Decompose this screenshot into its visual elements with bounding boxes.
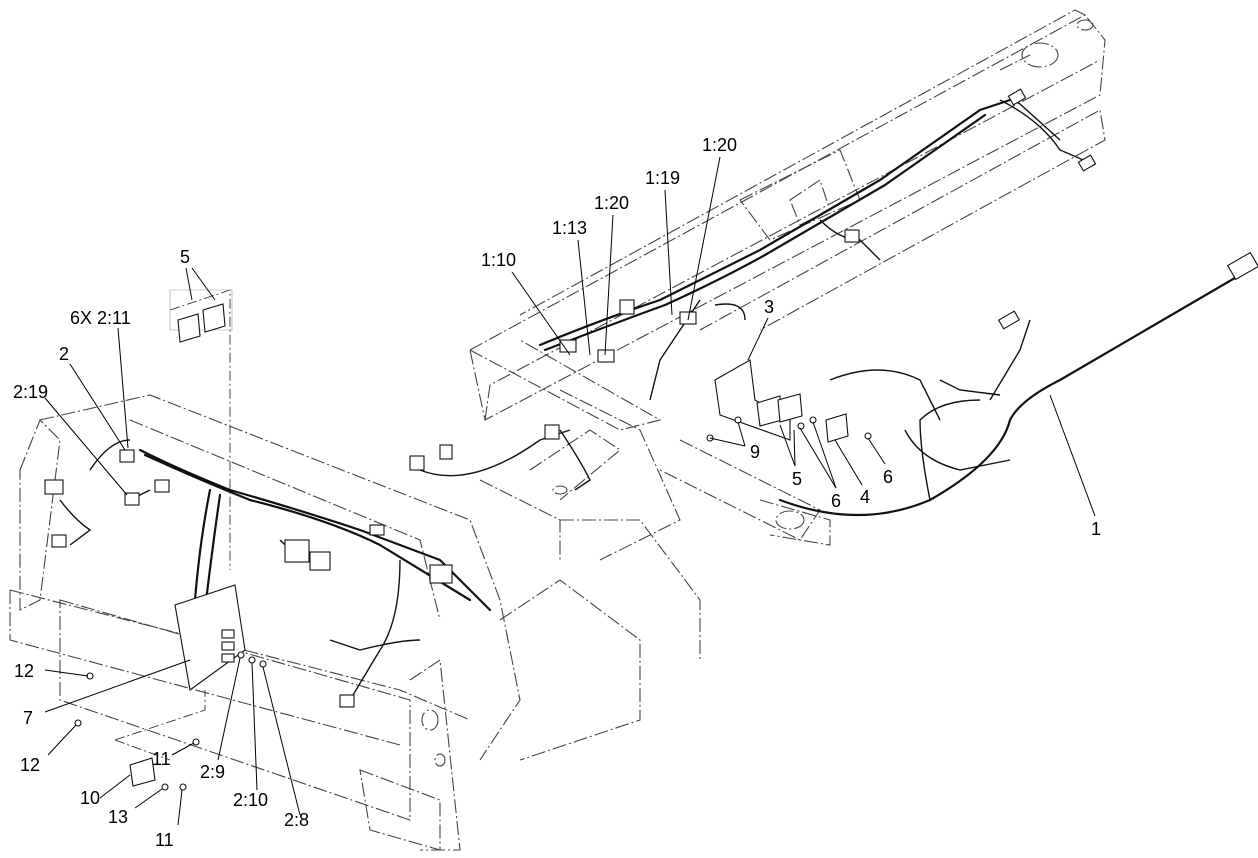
callout-2-10: 2:10 — [233, 790, 268, 810]
callout-6-right: 6 — [883, 467, 893, 487]
callout-12-bottom: 12 — [20, 755, 40, 775]
callout-2-8: 2:8 — [284, 810, 309, 830]
callout-11-top: 11 — [152, 749, 171, 769]
callout-12-top: 12 — [14, 661, 34, 681]
callout-6x-2-11: 6X 2:11 — [70, 308, 131, 328]
callout-2: 2 — [59, 344, 69, 364]
callout-11-bottom: 11 — [155, 830, 174, 850]
relay-bracket-rear — [706, 359, 872, 443]
callout-13: 13 — [108, 807, 128, 827]
callout-1-10: 1:10 — [481, 250, 516, 270]
callout-6-left: 6 — [831, 491, 841, 511]
callout-3: 3 — [764, 297, 774, 317]
relay-panel-outline — [114, 289, 233, 761]
callout-1: 1 — [1091, 519, 1101, 539]
callout-5-right: 5 — [792, 469, 802, 489]
callout-10: 10 — [80, 788, 100, 808]
callout-9: 9 — [750, 442, 760, 462]
leader-lines — [44, 156, 1096, 826]
callout-labels: 1:10 1:13 1:20 1:19 1:20 3 5 6X 2:11 2 2… — [13, 135, 1101, 850]
front-wire-harness — [44, 424, 591, 708]
callout-5-top: 5 — [180, 247, 190, 267]
callout-1-13: 1:13 — [552, 218, 587, 238]
callout-7: 7 — [23, 708, 33, 728]
callout-4: 4 — [860, 487, 870, 507]
callout-1-20-left: 1:20 — [594, 193, 629, 213]
relay-pair-top — [177, 303, 226, 343]
callout-2-9: 2:9 — [200, 762, 225, 782]
callout-2-19: 2:19 — [13, 382, 48, 402]
switch-bracket — [74, 672, 200, 791]
callout-1-19: 1:19 — [645, 168, 680, 188]
callout-1-20-right: 1:20 — [702, 135, 737, 155]
rear-wire-harness — [538, 88, 1258, 517]
